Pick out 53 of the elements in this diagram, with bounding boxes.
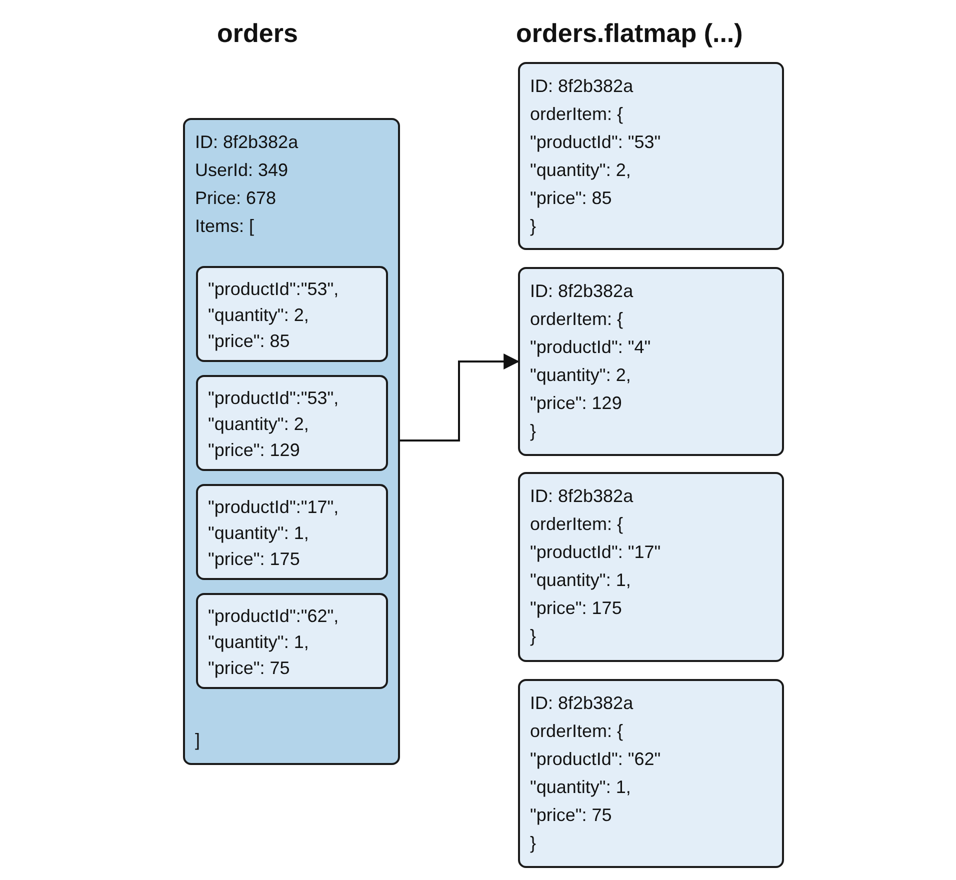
column-heading: orders.flatmap (...) (516, 17, 743, 50)
record-text: ID: 8f2b382a (530, 280, 634, 303)
record-text: "price": 175 (530, 597, 623, 620)
record-box (196, 593, 388, 689)
record-text: "productId":"17", (208, 496, 339, 519)
record-box (196, 375, 388, 471)
record-text: "productId": "53" (530, 131, 661, 154)
record-text: } (530, 832, 538, 855)
record-text: ID: 8f2b382a (530, 692, 634, 715)
record-text: "price": 75 (208, 657, 291, 680)
record-text: ID: 8f2b382a (530, 75, 634, 98)
record-text: "quantity": 1, (208, 631, 310, 654)
record-text: "quantity": 2, (208, 304, 310, 327)
record-text: Items: [ (195, 215, 256, 238)
record-text: orderItem: { (530, 513, 624, 536)
record-text: "quantity": 2, (208, 413, 310, 436)
record-text: "quantity": 2, (530, 364, 632, 387)
record-text: "quantity": 1, (208, 522, 310, 545)
record-box (518, 472, 784, 662)
record-text: "price": 85 (530, 187, 613, 210)
record-text: "price": 129 (530, 392, 623, 415)
record-text: } (530, 420, 538, 443)
record-text: "productId":"53", (208, 278, 339, 301)
record-text: "productId": "17" (530, 541, 661, 564)
record-text: "productId": "4" (530, 336, 651, 359)
record-box (518, 679, 784, 868)
record-text: "productId":"62", (208, 605, 339, 628)
record-text: orderItem: { (530, 308, 624, 331)
record-box (518, 62, 784, 250)
record-box (196, 266, 388, 362)
container-box (183, 118, 400, 765)
record-text: } (530, 215, 538, 238)
record-text: orderItem: { (530, 720, 624, 743)
record-box (518, 267, 784, 456)
record-text: "quantity": 1, (530, 776, 632, 799)
record-text: } (530, 625, 538, 648)
record-text: ] (195, 729, 200, 752)
record-text: "price": 85 (208, 330, 291, 353)
record-text: "productId": "62" (530, 748, 661, 771)
record-text: "price": 175 (208, 548, 301, 571)
column-heading: orders (217, 17, 298, 50)
arrow (400, 354, 520, 442)
record-text: "quantity": 2, (530, 159, 632, 182)
record-box (196, 484, 388, 580)
record-text: Price: 678 (195, 187, 278, 210)
record-text: ID: 8f2b382a (530, 485, 634, 508)
record-text: ID: 8f2b382a (195, 131, 298, 154)
record-text: "price": 75 (530, 804, 613, 827)
record-text: "price": 129 (208, 439, 301, 462)
record-text: orderItem: { (530, 103, 624, 126)
record-text: "productId":"53", (208, 387, 339, 410)
record-text: UserId: 349 (195, 159, 290, 182)
record-text: "quantity": 1, (530, 569, 632, 592)
